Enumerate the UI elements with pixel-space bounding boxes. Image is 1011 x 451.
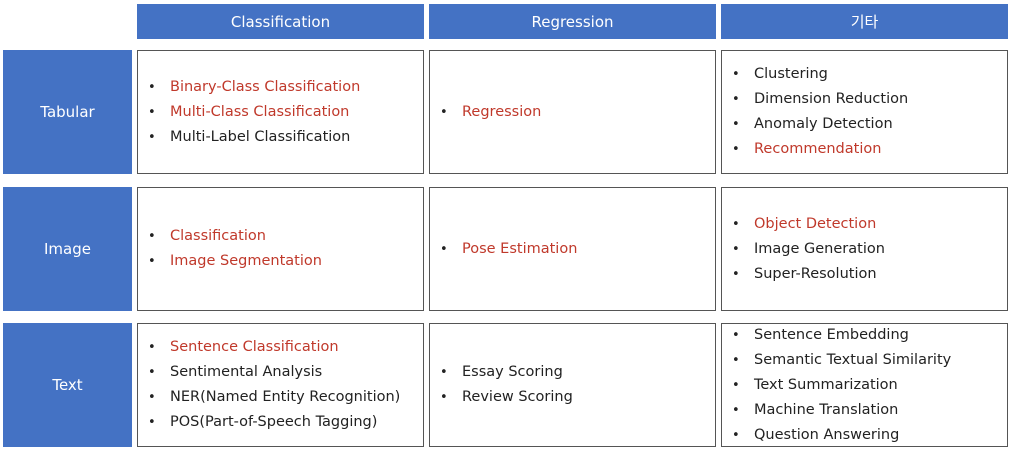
task-list: Binary-Class ClassificationMulti-Class C… bbox=[138, 75, 360, 150]
row-header-tabular: Tabular bbox=[3, 50, 132, 174]
task-item: Text Summarization bbox=[730, 373, 951, 398]
task-item: Multi-Label Classification bbox=[146, 125, 360, 150]
task-item: Review Scoring bbox=[438, 385, 573, 410]
task-item: Essay Scoring bbox=[438, 360, 573, 385]
task-item: Dimension Reduction bbox=[730, 87, 908, 112]
task-item: Object Detection bbox=[730, 212, 885, 237]
cell-tabular-classification: Binary-Class ClassificationMulti-Class C… bbox=[137, 50, 424, 174]
task-item: Classification bbox=[146, 224, 322, 249]
task-item: Binary-Class Classification bbox=[146, 75, 360, 100]
task-item: Anomaly Detection bbox=[730, 112, 908, 137]
task-list: Object DetectionImage GenerationSuper-Re… bbox=[722, 212, 885, 287]
cell-tabular-regression: Regression bbox=[429, 50, 716, 174]
cell-image-classification: ClassificationImage Segmentation bbox=[137, 187, 424, 311]
cell-image-regression: Pose Estimation bbox=[429, 187, 716, 311]
row-header-image: Image bbox=[3, 187, 132, 311]
task-item: Pose Estimation bbox=[438, 237, 577, 262]
column-header-regression: Regression bbox=[429, 4, 716, 39]
task-list: Sentence ClassificationSentimental Analy… bbox=[138, 335, 400, 435]
task-item: Question Answering bbox=[730, 423, 951, 448]
task-list: Regression bbox=[430, 100, 541, 125]
cell-tabular-etc: ClusteringDimension ReductionAnomaly Det… bbox=[721, 50, 1008, 174]
column-header-etc: 기타 bbox=[721, 4, 1008, 39]
task-list: ClusteringDimension ReductionAnomaly Det… bbox=[722, 62, 908, 162]
row-header-text: Text bbox=[3, 323, 132, 447]
cell-text-classification: Sentence ClassificationSentimental Analy… bbox=[137, 323, 424, 447]
task-item: Multi-Class Classification bbox=[146, 100, 360, 125]
task-item: Clustering bbox=[730, 62, 908, 87]
cell-text-etc: Sentence EmbeddingSemantic Textual Simil… bbox=[721, 323, 1008, 448]
cell-image-etc: Object DetectionImage GenerationSuper-Re… bbox=[721, 187, 1008, 311]
task-item: Sentence Embedding bbox=[730, 323, 951, 348]
task-item: Semantic Textual Similarity bbox=[730, 348, 951, 373]
cell-text-regression: Essay ScoringReview Scoring bbox=[429, 323, 716, 447]
task-item: NER(Named Entity Recognition) bbox=[146, 385, 400, 410]
task-list: Essay ScoringReview Scoring bbox=[430, 360, 573, 410]
task-list: ClassificationImage Segmentation bbox=[138, 224, 322, 274]
task-list: Sentence EmbeddingSemantic Textual Simil… bbox=[722, 323, 951, 448]
task-item: Image Segmentation bbox=[146, 249, 322, 274]
task-item: POS(Part-of-Speech Tagging) bbox=[146, 410, 400, 435]
task-item: Machine Translation bbox=[730, 398, 951, 423]
task-item: Sentence Classification bbox=[146, 335, 400, 360]
task-item: Regression bbox=[438, 100, 541, 125]
task-item: Super-Resolution bbox=[730, 262, 885, 287]
task-item: Sentimental Analysis bbox=[146, 360, 400, 385]
column-header-classification: Classification bbox=[137, 4, 424, 39]
task-list: Pose Estimation bbox=[430, 237, 577, 262]
task-item: Recommendation bbox=[730, 137, 908, 162]
task-item: Image Generation bbox=[730, 237, 885, 262]
